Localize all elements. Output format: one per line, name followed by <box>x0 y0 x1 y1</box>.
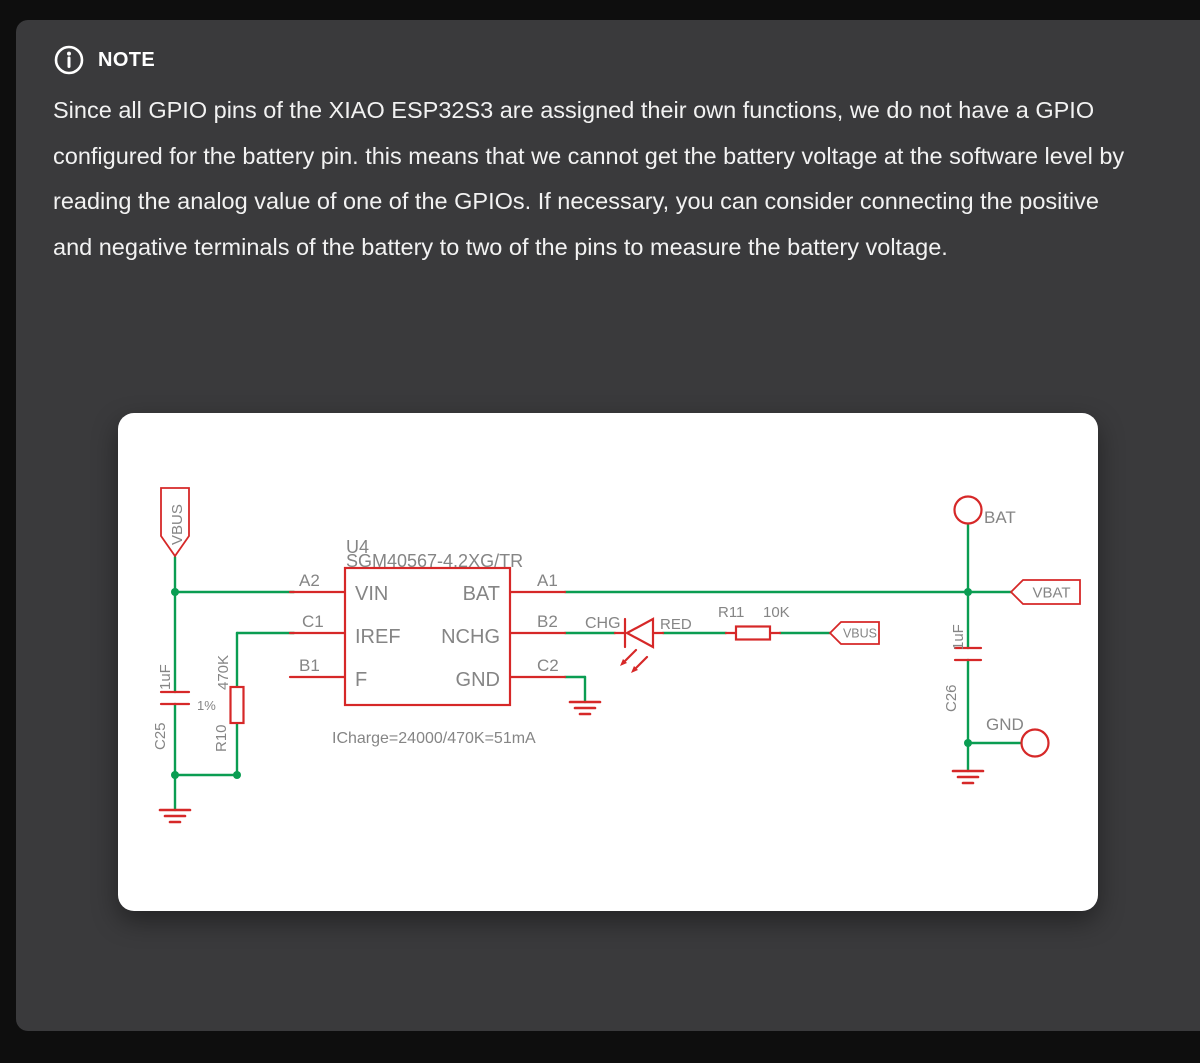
note-body: Since all GPIO pins of the XIAO ESP32S3 … <box>53 97 1125 260</box>
wire-segments <box>173 521 1024 812</box>
ground-symbol-left <box>158 808 192 824</box>
r10-ref-label: R10 <box>213 724 230 752</box>
u4-pin-bat-label: BAT <box>463 583 500 605</box>
resistor-r11: R11 10K <box>718 604 790 641</box>
ground-symbol-mid <box>568 700 602 716</box>
u4-pin-gnd-label: GND <box>456 669 500 691</box>
u4-pin-vin-label: VIN <box>355 583 388 605</box>
ic-pin-stubs <box>288 590 567 679</box>
note-header: NOTE <box>53 44 155 76</box>
ic-part-label: SGM40567-4.2XG/TR <box>346 551 523 571</box>
vbat-tag: VBAT <box>1009 579 1081 605</box>
schematic-svg: VBUS 1uF C25 470K R10 1% <box>152 487 1081 824</box>
capacitor-c26: 1uF C26 <box>943 624 983 712</box>
ic-u4: U4 SGM40567-4.2XG/TR VIN IREF F BAT NCHG… <box>299 537 559 707</box>
vbus-tag-right: VBUS <box>828 621 880 645</box>
c25-value-label: 1uF <box>157 664 174 690</box>
u4-pinnum-a2: A2 <box>299 571 320 590</box>
vbus-tag-right-label: VBUS <box>843 627 877 641</box>
info-icon <box>54 45 84 75</box>
vbat-label: VBAT <box>1032 585 1070 602</box>
c26-value-label: 1uF <box>950 624 967 650</box>
c26-ref-label: C26 <box>943 684 960 712</box>
vbus-flag-left: VBUS <box>160 487 190 558</box>
led-color-label: RED <box>660 616 692 633</box>
note-callout: NOTE Since all GPIO pins of the XIAO ESP… <box>16 20 1200 1031</box>
u4-pinnum-b2: B2 <box>537 612 558 631</box>
bat-label: BAT <box>984 508 1016 527</box>
u4-pin-nchg-label: NCHG <box>441 626 500 648</box>
resistor-r10: 470K R10 1% <box>197 655 245 752</box>
schematic-card: VBUS 1uF C25 470K R10 1% <box>118 413 1098 911</box>
u4-pin-f-label: F <box>355 669 367 691</box>
u4-pin-iref-label: IREF <box>355 626 401 648</box>
vbus-flag-left-label: VBUS <box>169 504 186 545</box>
gnd-label: GND <box>986 715 1024 734</box>
chg-net-label: CHG <box>585 615 621 632</box>
r11-ref-label: R11 <box>718 604 744 621</box>
gnd-connector: GND <box>986 715 1050 758</box>
u4-pinnum-c2: C2 <box>537 656 559 675</box>
ground-symbol-right <box>951 769 985 785</box>
r11-value-label: 10K <box>763 604 790 621</box>
u4-pinnum-c1: C1 <box>302 612 324 631</box>
icharge-annotation: ICharge=24000/470K=51mA <box>332 730 536 747</box>
junction-dots <box>171 588 972 779</box>
ic-refdes-label: U4 <box>346 537 369 557</box>
r10-value-label: 470K <box>215 655 232 690</box>
u4-pinnum-b1: B1 <box>299 656 320 675</box>
note-label: NOTE <box>98 48 156 71</box>
capacitor-c25: 1uF C25 <box>152 664 191 750</box>
led-chg <box>613 617 665 673</box>
c25-ref-label: C25 <box>152 722 169 750</box>
bat-connector: BAT <box>953 495 1016 527</box>
r10-tolerance-label: 1% <box>197 698 216 713</box>
u4-pinnum-a1: A1 <box>537 571 558 590</box>
